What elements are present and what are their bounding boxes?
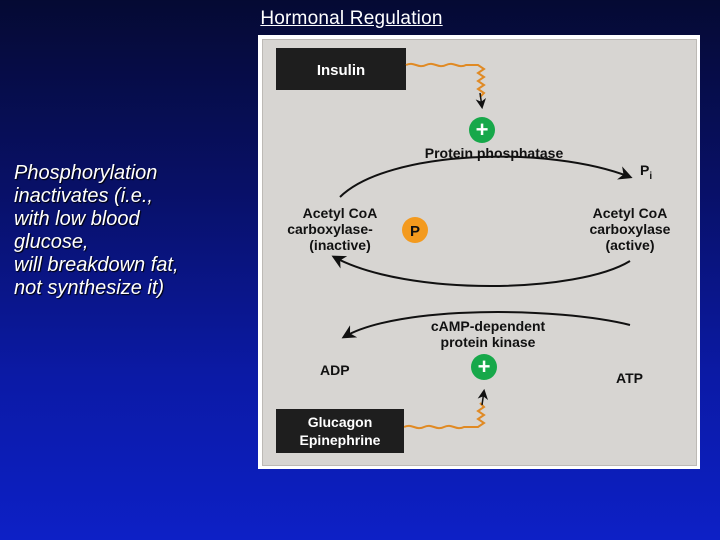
acc-active-line1: Acetyl CoA bbox=[593, 205, 668, 221]
phosphate-badge-label: P bbox=[410, 223, 420, 240]
glucagon-epinephrine-box bbox=[276, 409, 404, 453]
kinase-line1: cAMP-dependent bbox=[431, 318, 546, 334]
insulin-arrow bbox=[475, 92, 487, 110]
insulin-box bbox=[276, 48, 406, 90]
insulin-label: Insulin bbox=[317, 62, 365, 79]
body-line: inactivates (i.e., bbox=[14, 185, 153, 207]
phosphorylation-arrow-lower bbox=[341, 311, 631, 339]
body-line: will breakdown fat, bbox=[14, 254, 179, 276]
body-line: glucose, bbox=[14, 231, 89, 253]
dephosphorylation-arrow bbox=[339, 155, 633, 198]
acc-inactive-line3: (inactive) bbox=[309, 237, 370, 253]
phosphate-icon bbox=[402, 217, 428, 243]
body-line: not synthesize it) bbox=[14, 277, 165, 299]
atp-label: ATP bbox=[616, 370, 643, 386]
insulin-plus-icon bbox=[469, 117, 495, 143]
glucagon-plus-sign: + bbox=[478, 354, 491, 379]
body-line: with low blood bbox=[14, 208, 140, 230]
glucagon-signal-squiggle bbox=[403, 402, 486, 430]
kinase-line2: protein kinase bbox=[441, 334, 536, 350]
acc-inactive-line2: carboxylase- bbox=[287, 221, 373, 237]
insulin-plus-sign: + bbox=[476, 117, 489, 142]
glucagon-arrow bbox=[477, 388, 489, 406]
body-text: Phosphorylation inactivates (i.e., with … bbox=[14, 162, 254, 300]
diagram-svg: Insulin + Protein phosphatase Pi Acetyl … bbox=[276, 48, 671, 453]
adp-label: ADP bbox=[320, 362, 350, 378]
insulin-signal-squiggle bbox=[405, 62, 486, 98]
acc-active-line3: (active) bbox=[605, 237, 654, 253]
pi-label: Pi bbox=[640, 162, 652, 182]
slide-title: Hormonal Regulation bbox=[260, 8, 443, 29]
acc-inactive-line1: Acetyl CoA bbox=[303, 205, 378, 221]
glucagon-plus-icon bbox=[471, 354, 497, 380]
body-line: Phosphorylation bbox=[14, 162, 158, 184]
acc-active-line2: carboxylase bbox=[590, 221, 671, 237]
regulation-diagram: Insulin + Protein phosphatase Pi Acetyl … bbox=[258, 35, 700, 469]
glucagon-label: Glucagon bbox=[308, 414, 373, 430]
phosphorylation-arrow-upper bbox=[331, 255, 631, 287]
epinephrine-label: Epinephrine bbox=[300, 432, 381, 448]
